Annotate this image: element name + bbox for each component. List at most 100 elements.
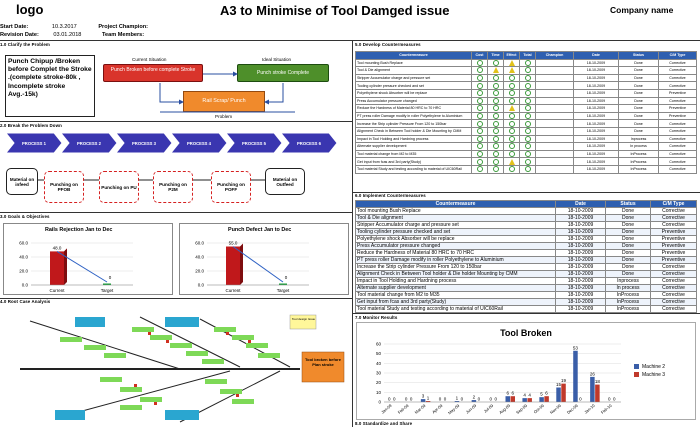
x-category-label: Jul-09 (483, 402, 495, 413)
im-cell: Stripper Accumulator charge and pressure… (355, 221, 556, 229)
tool-broken-bar (539, 397, 544, 402)
fishbone-note (289, 314, 317, 330)
im-cell: InProcess (605, 291, 651, 299)
circle-rating-icon (508, 151, 515, 157)
legend-label: Machine 2 (642, 364, 665, 370)
circle-rating-icon (476, 158, 483, 165)
circle-rating-icon (476, 75, 483, 81)
circle-rating-icon (524, 158, 531, 165)
cm-cell: 18-10-2009 (573, 134, 619, 144)
im-cell: Corrective (650, 277, 697, 285)
cm-cell: Done (618, 111, 659, 121)
ideal-situation-text: Punch stroke Complete (257, 70, 309, 76)
process-box-3: Punching on PU (99, 171, 139, 203)
circle-rating-icon (476, 143, 483, 150)
cm-cell: 18-10-2009 (573, 126, 619, 136)
tool-broken-bar-value: 0 (579, 397, 582, 402)
y-tick-label: 60 (376, 342, 382, 347)
process-chevron-label: PROCESS 2 (77, 141, 102, 146)
company-name: Company name (610, 5, 674, 15)
section-break-down: 2.0 Break the Problem Down (0, 123, 62, 128)
tool-broken-bar-value: 6 (506, 391, 509, 396)
circle-rating-icon (492, 98, 499, 104)
circle-rating-icon (476, 82, 483, 89)
cm-cell: InProcess (618, 149, 659, 159)
tool-broken-bar-value: 19 (561, 378, 567, 383)
goal-chart-1 (3, 223, 173, 295)
tool-broken-bar (425, 401, 431, 402)
im-cell: Done (605, 249, 651, 257)
legend-swatch (634, 372, 639, 377)
tool-broken-title: Tool Broken (500, 328, 552, 338)
cm-cell: Preventive (658, 104, 697, 113)
circle-rating-icon (524, 82, 531, 89)
cm-header: Countermeasure (355, 51, 472, 60)
cm-text: Tool material change from M2 to M35 (355, 149, 472, 159)
im-cell: 18-10-2009 (555, 277, 606, 285)
goal-trend-line (232, 246, 284, 283)
im-cell: Preventive (650, 256, 697, 264)
section-goals: 3.0 Goals & Objectives (0, 214, 50, 219)
cm-cell: Done (618, 96, 659, 106)
process-box-2: Punching on PFOB (44, 171, 84, 203)
cm-text: Polyethylene shock Absorber will be repl… (355, 88, 472, 98)
cm-cell: In process (618, 142, 659, 151)
cm-cell: 18-10-2009 (573, 164, 619, 174)
header-info: Start Date: 10.3.2017 Project Champion: … (0, 23, 148, 39)
ideal-situation-box: Punch stroke Complete (237, 64, 329, 82)
im-cell: 18-10-2009 (555, 298, 606, 306)
circle-rating-icon (476, 128, 483, 135)
im-cell: In process (605, 284, 651, 292)
goal-chart-2-title: Punch Defect Jan to Dec (228, 227, 292, 233)
im-cell: 18-10-2009 (555, 214, 606, 222)
im-cell: Alignment Check in Between Tool holder &… (355, 270, 556, 278)
circle-rating-icon (492, 158, 499, 165)
fishbone-category (165, 317, 199, 327)
im-cell: 18-10-2009 (555, 242, 606, 250)
process-box-1: Material on infeed (6, 168, 38, 195)
tool-broken-bar (573, 350, 578, 402)
y-tick-label: 20 (376, 380, 382, 385)
cm-cell: Corrective (658, 134, 697, 144)
tool-broken-bar-value: 0 (388, 397, 391, 402)
circle-rating-icon (524, 60, 531, 66)
process-chevron-label: PROCESS 6 (297, 141, 322, 146)
cm-cell: Corrective (658, 142, 697, 151)
im-cell: 18-10-2009 (555, 249, 606, 257)
goal-bar-side (240, 243, 243, 285)
cm-row: Tool material Study and testing accordin… (355, 164, 697, 174)
circle-rating-icon (476, 60, 483, 66)
triangle-rating-icon (508, 60, 515, 66)
circle-rating-icon (508, 75, 515, 81)
divider (0, 298, 352, 299)
cm-cell: Done (618, 73, 659, 83)
divider (0, 121, 352, 122)
tool-broken-bar (556, 387, 561, 402)
cm-cell: Preventive (658, 88, 697, 98)
im-cell: Preventive (650, 242, 697, 250)
cm-cell: Corrective (658, 66, 697, 75)
goal-bar-value: 55.0 (229, 241, 238, 246)
im-cell: 18-10-2009 (555, 235, 606, 243)
circle-rating-icon (524, 98, 531, 104)
y-tick-label: 10 (376, 390, 382, 395)
process-box-1-text: Material on infeed (9, 176, 35, 187)
im-cell: Done (605, 221, 651, 229)
im-cell: Done (605, 228, 651, 236)
cm-text: PT press roller Damage modify in roller … (355, 111, 472, 121)
x-category-label: Mar-09 (414, 402, 428, 414)
im-cell: Increase the Strip cylinder Pressure Fro… (355, 263, 556, 271)
tool-broken-bar-value: 0 (613, 397, 616, 402)
im-cell: Corrective (650, 305, 697, 313)
im-cell: 18-10-2009 (555, 207, 606, 215)
im-cell: Done (605, 214, 651, 222)
im-cell: Inprocess (605, 277, 651, 285)
im-header: C/M Type (650, 200, 697, 208)
cm-cell: InProcess (618, 157, 659, 166)
process-chevron-label: PROCESS 3 (132, 141, 157, 146)
tool-broken-bar-value: 4 (523, 393, 526, 398)
y-tick-label: 20.0 (195, 269, 204, 274)
cm-cell: Corrective (658, 157, 697, 166)
